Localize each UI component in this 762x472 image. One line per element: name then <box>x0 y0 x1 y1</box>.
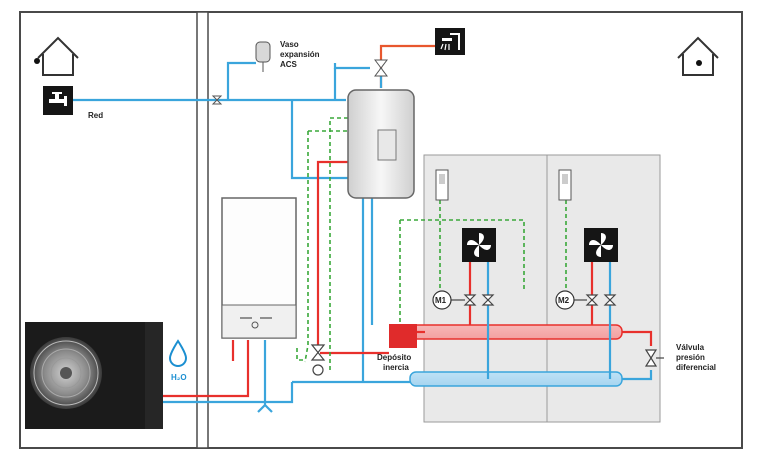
dhw-mixing-valve <box>374 59 388 77</box>
building-wall <box>196 11 209 449</box>
dhw-tank <box>347 89 415 199</box>
zone-valves-1 <box>451 294 495 306</box>
hot-collector <box>409 324 623 340</box>
svg-text:M1: M1 <box>435 296 447 305</box>
thermostat-room-1 <box>435 169 449 201</box>
hot-water-pipes <box>163 160 389 398</box>
fan-coil-2-pipes <box>590 262 612 379</box>
valvula-label-3: diferencial <box>676 363 716 372</box>
house-icon <box>677 36 719 76</box>
deposito-label-1: Depósito <box>377 353 411 362</box>
vaso-label-2: expansión <box>280 50 320 59</box>
fan-icon <box>584 228 618 262</box>
shower-icon <box>435 28 465 55</box>
deposito-label-2: inercia <box>383 363 409 372</box>
bypass-pipes <box>622 330 653 381</box>
network-valve <box>211 95 223 105</box>
cold-collector <box>409 371 623 387</box>
motor-m1: M1 <box>432 290 452 310</box>
expansion-vessel <box>255 41 271 72</box>
fan-coil-1-pipes <box>468 262 490 379</box>
inertia-tank <box>389 324 417 348</box>
thermostat-room-2 <box>558 169 572 201</box>
outer-frame <box>19 11 743 449</box>
vaso-label-1: Vaso <box>280 40 299 49</box>
boiler <box>221 197 297 339</box>
fan-icon <box>462 228 496 262</box>
differential-pressure-valve <box>644 349 664 367</box>
zone-valves-2 <box>574 294 617 306</box>
tap-icon <box>43 86 73 115</box>
valvula-label-1: Válvula <box>676 343 705 352</box>
water-drop-icon <box>168 339 188 368</box>
motor-m2: M2 <box>555 290 575 310</box>
vaso-label-3: ACS <box>280 60 298 69</box>
three-way-valve <box>310 344 326 376</box>
h2o-label: H₂O <box>171 373 187 382</box>
house-icon <box>34 36 79 76</box>
valvula-label-2: presión <box>676 353 705 362</box>
svg-text:M2: M2 <box>558 296 570 305</box>
heat-pump-outdoor-unit-icon <box>25 322 163 429</box>
red-label: Red <box>88 111 103 120</box>
dhw-hot-pipe <box>379 44 435 88</box>
control-lines <box>296 117 567 372</box>
